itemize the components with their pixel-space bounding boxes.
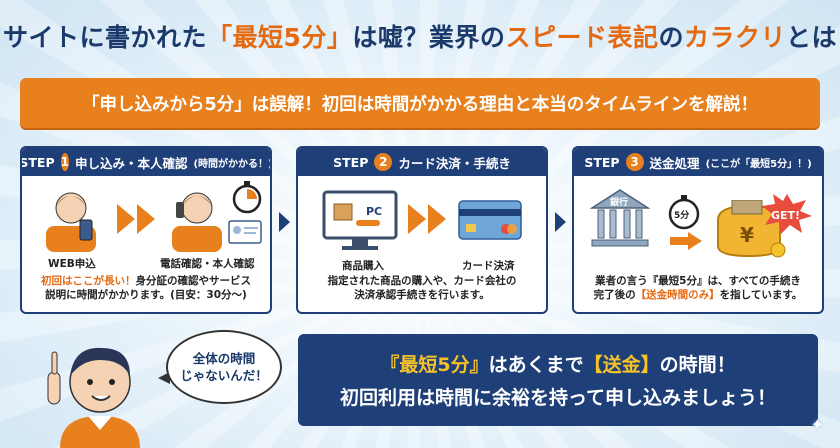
step-1-card: STEP 1 申し込み・本人確認 (時間がかかる！) (20, 146, 272, 314)
sparkle-icon: ✦ (810, 415, 824, 434)
pc-label: PC (366, 205, 382, 218)
speech-bubble: 全体の時間 じゃないんだ！ (166, 330, 282, 404)
step-2-card: STEP 2 カード決済・手続き PC 商品購入 カード決済 (296, 146, 548, 314)
caption-card-payment: カード決済 (462, 260, 515, 272)
credit-card-icon (458, 200, 522, 240)
step-3-header: STEP 3 送金処理 (ここが「最短5分」！) (574, 148, 822, 176)
step-3-card: STEP 3 送金処理 (ここが「最短5分」！) 銀行 5分 (572, 146, 824, 314)
page-title: サイトに書かれた「最短5分」は嘘？業界のスピード表記のカラクリとは (3, 23, 837, 52)
get-burst-badge: GET! (762, 194, 812, 234)
step-1-description: 初回はここが長い！身分証の確認やサービス 説明に時間がかかります。(目安：30分… (41, 275, 251, 301)
subtitle-banner: 「申し込みから5分」は誤解！初回は時間がかかる理由と本当のタイムラインを解説！ (20, 78, 820, 128)
stopwatch-icon: 5分 (668, 195, 700, 230)
stopwatch-icon (232, 181, 262, 214)
step-3-description: 業者の言う『最短5分』は、すべての手続き 完了後の【送金時間のみ】を指しています… (593, 275, 803, 301)
computer-monitor-icon: PC (322, 190, 398, 250)
person-on-phone-icon (172, 192, 222, 252)
timer-label: 5分 (674, 209, 689, 221)
step-2-description: 指定された商品の購入や、カード会社の 決済承認手続きを行います。 (327, 275, 517, 301)
caption-phone-check: 電話確認・本人確認 (160, 258, 255, 270)
yen-label: ¥ (740, 223, 754, 247)
double-arrow-icon (117, 204, 155, 234)
presenter-character-icon (47, 347, 140, 448)
caption-web-apply: WEB申込 (48, 258, 96, 270)
conclusion-callout: 『最短5分』はあくまで【送金】の時間！ 初回利用は時間に余裕を持って申し込みまし… (298, 334, 818, 426)
step-2-header: STEP 2 カード決済・手続き (298, 148, 546, 176)
caption-purchase: 商品購入 (342, 260, 384, 272)
step-1-header: STEP 1 申し込み・本人確認 (時間がかかる！) (22, 148, 270, 176)
step-arrow (279, 212, 290, 232)
double-arrow-icon (408, 204, 446, 234)
bank-icon: 銀行 (589, 189, 651, 247)
get-label: GET! (771, 209, 800, 222)
person-with-phone-icon (46, 192, 96, 252)
step-number-badge: 3 (625, 153, 644, 171)
step-arrow (555, 212, 566, 232)
bank-label: 銀行 (610, 196, 628, 208)
step-number-badge: 1 (60, 153, 69, 171)
right-arrow-icon (670, 232, 702, 250)
id-card-icon (228, 220, 262, 244)
step-number-badge: 2 (374, 153, 393, 171)
money-wallet-icon: ¥ (717, 200, 786, 258)
